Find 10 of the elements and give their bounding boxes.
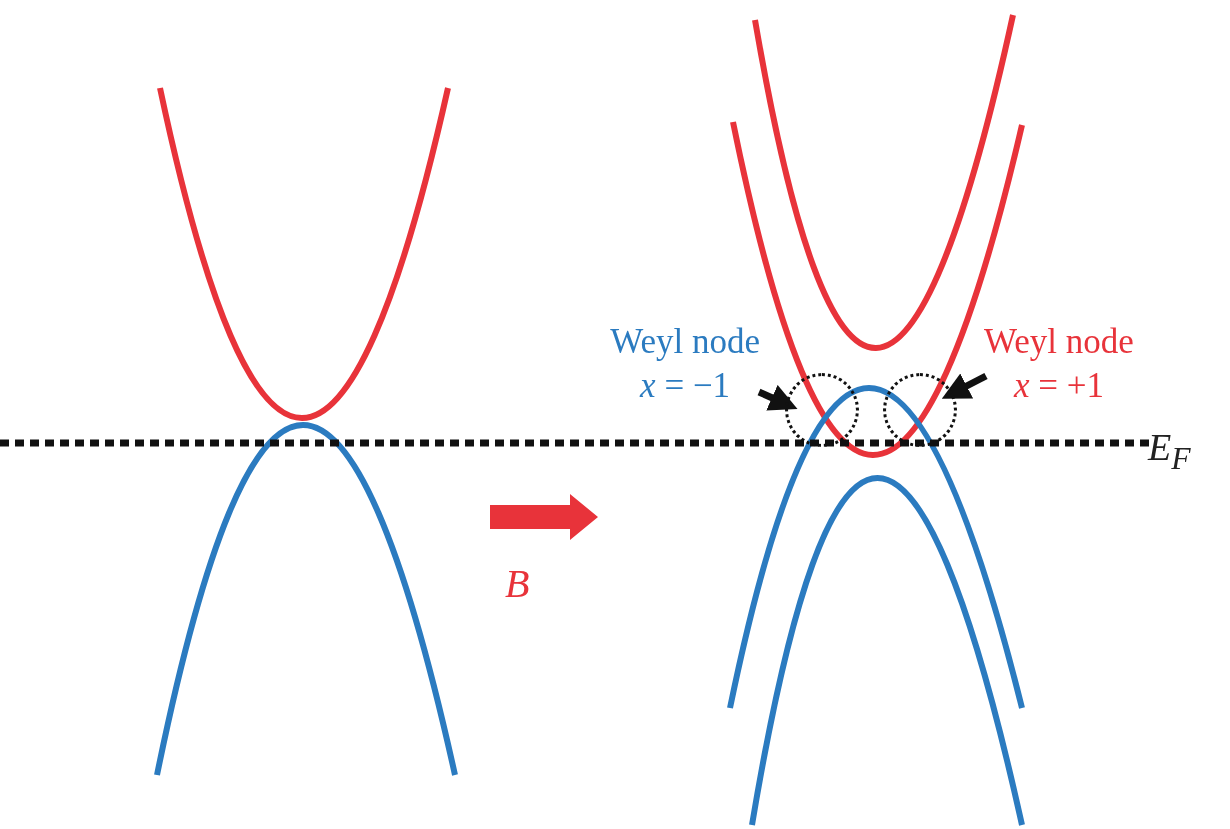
node-title: Weyl node <box>610 321 760 363</box>
chirality-value: x = +1 <box>1012 365 1105 407</box>
arrow <box>757 384 798 411</box>
field-label: B <box>505 560 530 607</box>
dotted-circle <box>785 373 859 447</box>
dotted-circle <box>883 373 957 447</box>
chirality-value: x = −1 <box>638 365 732 407</box>
energy-level-label: E$_{F}$ <box>1148 425 1191 477</box>
node-title: Weyl node <box>984 321 1134 363</box>
arrow <box>941 372 988 399</box>
